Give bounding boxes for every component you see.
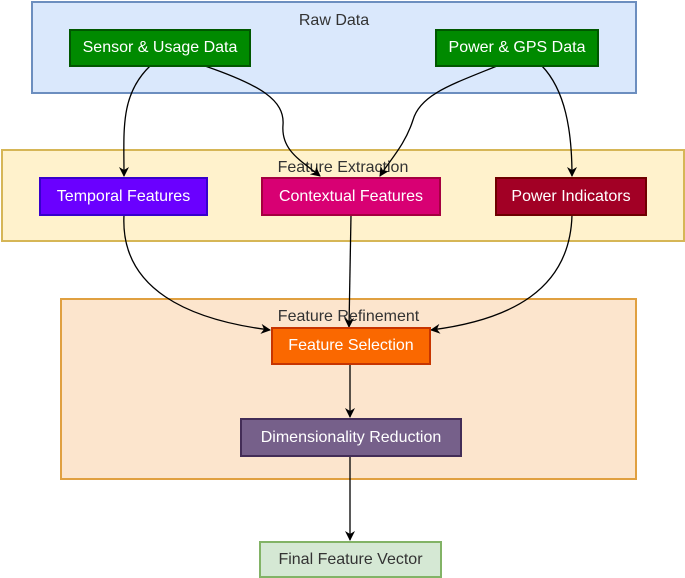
node-temporal-features[interactable]: Temporal Features: [39, 177, 208, 216]
node-sensor-usage-data[interactable]: Sensor & Usage Data: [69, 29, 251, 67]
group-feature-refinement-title: Feature Refinement: [277, 308, 420, 325]
node-power-gps-data-label: Power & GPS Data: [448, 39, 586, 56]
node-sensor-usage-data-label: Sensor & Usage Data: [82, 39, 238, 56]
node-feature-selection-label: Feature Selection: [288, 337, 414, 354]
node-power-indicators-label: Power Indicators: [511, 187, 631, 205]
node-feature-selection[interactable]: Feature Selection: [271, 327, 431, 365]
node-temporal-features-label: Temporal Features: [56, 187, 191, 205]
node-dimensionality-reduction-label: Dimensionality Reduction: [260, 428, 442, 446]
group-raw-data-title: Raw Data: [298, 12, 370, 29]
node-dimensionality-reduction[interactable]: Dimensionality Reduction: [240, 418, 462, 457]
node-final-feature-vector-label: Final Feature Vector: [278, 550, 423, 568]
node-power-gps-data[interactable]: Power & GPS Data: [435, 29, 599, 67]
node-final-feature-vector[interactable]: Final Feature Vector: [259, 541, 442, 578]
node-power-indicators[interactable]: Power Indicators: [495, 177, 647, 216]
group-feature-extraction-title: Feature Extraction: [277, 159, 409, 176]
node-contextual-features-label: Contextual Features: [278, 187, 424, 205]
node-contextual-features[interactable]: Contextual Features: [261, 177, 441, 216]
